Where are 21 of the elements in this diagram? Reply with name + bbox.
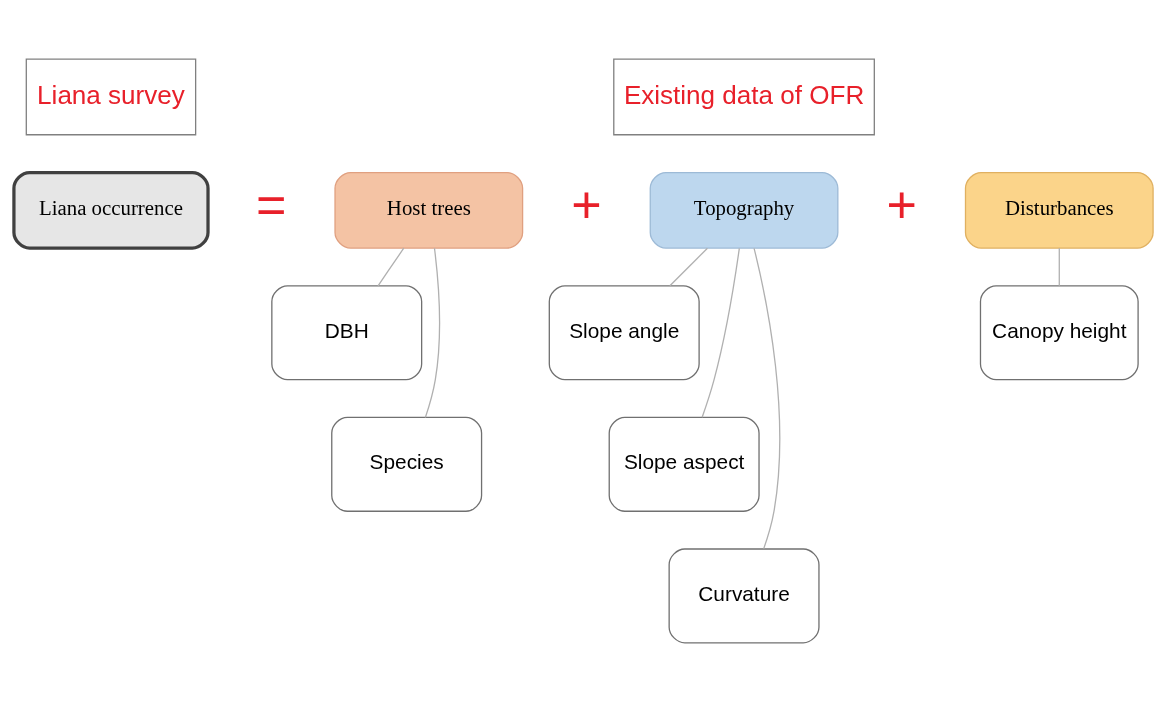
node-box: Topography	[649, 171, 839, 249]
connector	[377, 247, 405, 287]
connector	[1058, 247, 1060, 287]
label: =	[255, 176, 287, 235]
node-box: Canopy height	[979, 285, 1139, 381]
label: +	[886, 176, 917, 235]
connector	[753, 247, 781, 550]
node-box: Liana occurrence	[12, 170, 210, 250]
node-box: Slope aspect	[608, 416, 760, 512]
node-box: Disturbances	[964, 171, 1154, 249]
node-box: Host trees	[334, 171, 524, 249]
node-box: Slope angle	[548, 285, 700, 381]
node-box: DBH	[271, 285, 423, 381]
node-box: Species	[331, 416, 483, 512]
node-box: Existing data of OFR	[613, 58, 875, 136]
connector	[701, 247, 740, 418]
connector	[669, 247, 709, 287]
label: +	[571, 176, 602, 235]
node-box: Curvature	[668, 548, 820, 644]
node-box: Liana survey	[25, 58, 197, 136]
connector	[424, 247, 441, 419]
